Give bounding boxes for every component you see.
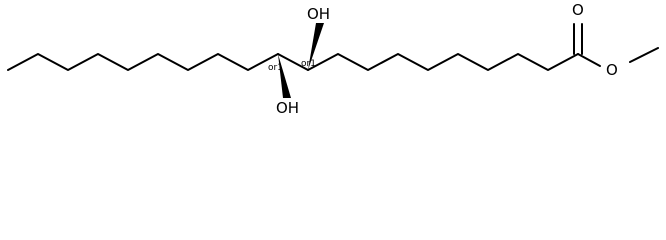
wedge-bond-top	[308, 23, 324, 70]
ester-single-bond	[577, 53, 601, 67]
hydroxyl-top-group: OH or1	[301, 5, 330, 70]
stereo-label-right: or1	[301, 59, 316, 69]
wedge-bond-bottom	[278, 54, 291, 98]
ester-group: O O	[572, 1, 659, 79]
hydroxyl-top-label: OH	[307, 5, 330, 23]
stereo-label-left: or1	[268, 63, 283, 73]
carbonyl-oxygen-label: O	[572, 1, 584, 19]
molecule-structure-diagram: O O OH or1 OH or1	[7, 1, 659, 117]
hydroxyl-bottom-label: OH	[276, 99, 299, 117]
methyl-bond	[629, 47, 659, 63]
carbon-chain-left	[7, 53, 279, 71]
bond-c9-c10	[277, 53, 309, 71]
carbon-chain-right	[307, 53, 579, 71]
ester-oxygen-label: O	[606, 61, 618, 79]
alkyl-chain-bonds	[7, 53, 579, 71]
hydroxyl-bottom-group: OH or1	[268, 54, 299, 117]
